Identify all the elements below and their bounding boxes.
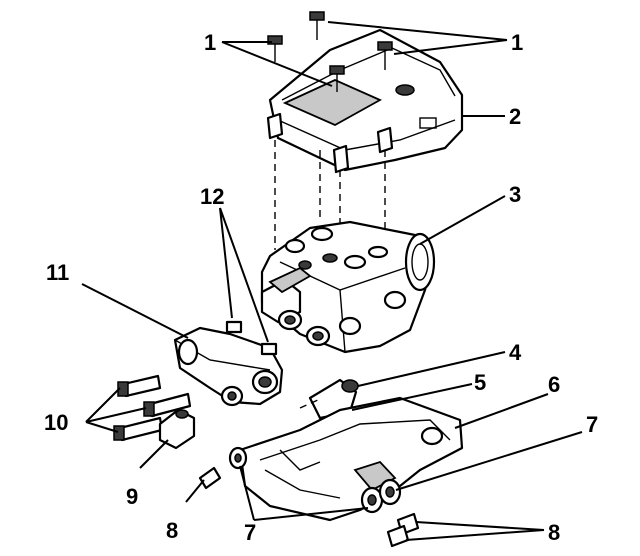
module-cover [266, 28, 464, 174]
callout-1-right: 1 [511, 30, 523, 55]
callout-5: 5 [474, 370, 486, 395]
cover-screws [267, 11, 393, 92]
callout-3: 3 [509, 182, 521, 207]
callout-8-right: 8 [548, 520, 560, 545]
callout-9: 9 [126, 484, 138, 509]
callout-7-left: 7 [244, 520, 256, 545]
hydraulic-modulator [260, 220, 436, 354]
callout-12: 12 [200, 184, 224, 209]
callout-11: 11 [46, 260, 69, 285]
callout-2: 2 [509, 104, 521, 129]
mounting-bracket [238, 396, 464, 522]
callout-1-left: 1 [204, 30, 216, 55]
callout-4: 4 [509, 340, 522, 365]
callout-7-right: 7 [586, 412, 598, 437]
callout-6: 6 [548, 372, 560, 397]
grommets [228, 446, 402, 514]
leader-lines [81, 21, 583, 541]
callouts: 1 1 2 3 4 5 6 7 7 8 8 9 10 11 12 [44, 30, 598, 545]
callout-10: 10 [44, 410, 68, 435]
fitting [158, 408, 196, 450]
callout-8-left: 8 [166, 518, 178, 543]
proportioning-valve [173, 320, 284, 407]
